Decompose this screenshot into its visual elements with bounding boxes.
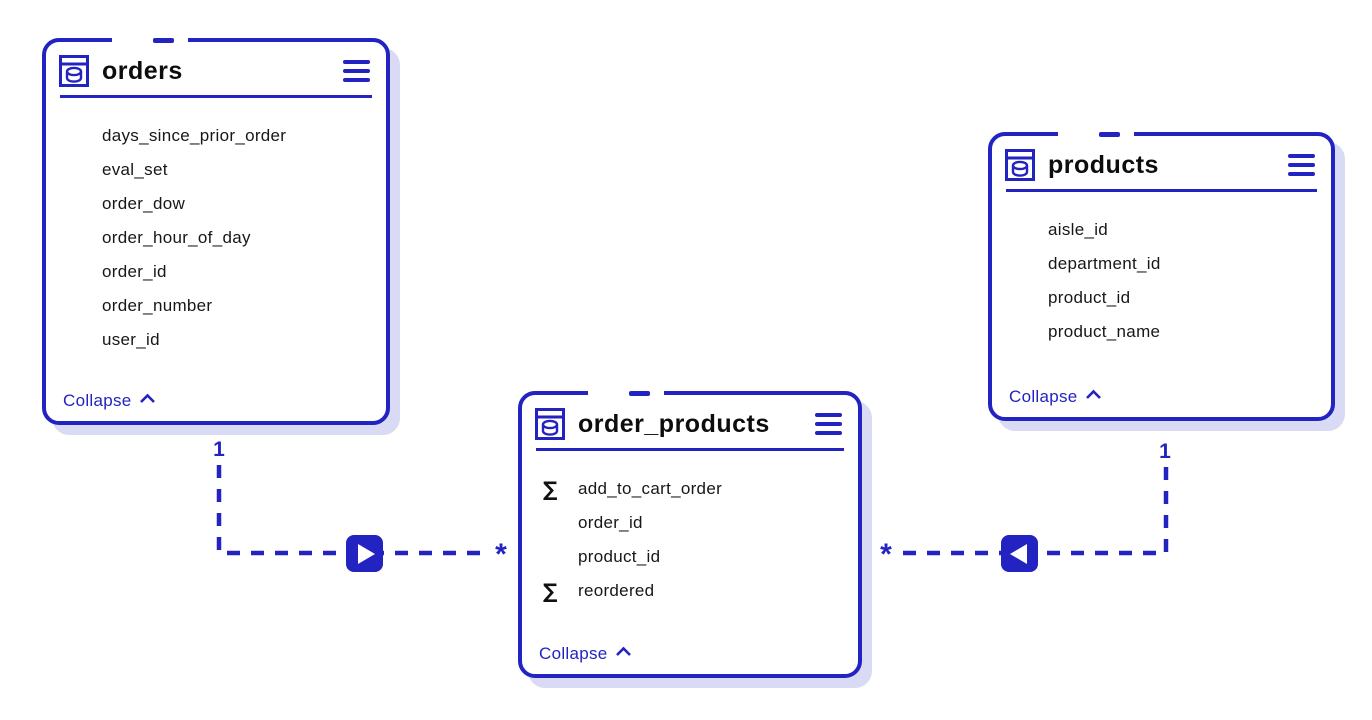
card-top-notch-dash	[629, 391, 650, 396]
field-row[interactable]: product_id	[992, 281, 1331, 315]
field-name: product_id	[1048, 288, 1131, 307]
header-divider	[60, 95, 372, 98]
card-top-notch-gap	[588, 389, 664, 397]
cardinality-label-many: *	[495, 538, 507, 571]
card-top-notch-gap	[112, 36, 188, 44]
field-name: product_name	[1048, 322, 1161, 341]
sum-icon: ∑	[543, 579, 558, 603]
field-name: order_hour_of_day	[102, 228, 251, 247]
sum-icon: ∑	[543, 477, 558, 501]
hamburger-menu-icon[interactable]	[343, 58, 370, 85]
collapse-button[interactable]: Collapse	[1009, 387, 1102, 407]
field-name: add_to_cart_order	[578, 479, 723, 498]
table-title: orders	[102, 56, 183, 85]
chevron-up-icon	[139, 393, 155, 403]
cardinality-label-many: *	[880, 538, 892, 571]
field-row[interactable]: aisle_id	[992, 213, 1331, 247]
table-header: orders	[46, 42, 386, 95]
field-row[interactable]: user_id	[46, 323, 386, 357]
join-arrow-button[interactable]	[1001, 535, 1038, 572]
table-card-order-products[interactable]: order_products ∑ add_to_cart_order order_…	[518, 389, 862, 678]
cardinality-label-one: 1	[1159, 440, 1171, 463]
field-row[interactable]: order_dow	[46, 187, 386, 221]
field-name: order_number	[102, 296, 213, 315]
card-top-notch-dash	[153, 38, 174, 43]
field-name: department_id	[1048, 254, 1161, 273]
field-name: days_since_prior_order	[102, 126, 287, 145]
field-name: product_id	[578, 547, 661, 566]
header-divider	[1006, 189, 1317, 192]
field-row[interactable]: days_since_prior_order	[46, 119, 386, 153]
hamburger-menu-icon[interactable]	[815, 411, 842, 438]
field-row[interactable]: department_id	[992, 247, 1331, 281]
field-row[interactable]: ∑ add_to_cart_order	[522, 472, 858, 506]
field-name: user_id	[102, 330, 160, 349]
database-table-icon	[1005, 149, 1035, 181]
card-top-notch-gap	[1058, 130, 1134, 138]
field-name: order_id	[578, 513, 643, 532]
table-header: products	[992, 136, 1331, 189]
field-name: reordered	[578, 581, 655, 600]
field-name: order_dow	[102, 194, 186, 213]
card-top-notch-dash	[1099, 132, 1120, 137]
hamburger-menu-icon[interactable]	[1288, 152, 1315, 179]
cardinality-label-one: 1	[213, 438, 225, 461]
table-card-orders[interactable]: orders days_since_prior_order eval_set o…	[42, 36, 390, 425]
field-row[interactable]: product_name	[992, 315, 1331, 349]
collapse-label: Collapse	[1009, 387, 1078, 406]
collapse-label: Collapse	[63, 391, 132, 410]
header-divider	[536, 448, 844, 451]
table-header: order_products	[522, 395, 858, 448]
table-title: order_products	[578, 409, 770, 438]
collapse-button[interactable]: Collapse	[63, 391, 156, 411]
collapse-label: Collapse	[539, 644, 608, 663]
database-table-icon	[59, 55, 89, 87]
table-title: products	[1048, 150, 1159, 179]
field-list: aisle_id department_id product_id produc…	[992, 192, 1331, 349]
field-name: order_id	[102, 262, 167, 281]
arrow-left-icon	[1009, 543, 1027, 564]
chevron-up-icon	[1085, 389, 1101, 399]
field-name: eval_set	[102, 160, 168, 179]
collapse-button[interactable]: Collapse	[539, 644, 632, 664]
database-table-icon	[535, 408, 565, 440]
field-row[interactable]: order_hour_of_day	[46, 221, 386, 255]
field-list: ∑ add_to_cart_order order_id product_id ∑…	[522, 451, 858, 608]
table-card-products[interactable]: products aisle_id department_id product_…	[988, 130, 1335, 421]
field-list: days_since_prior_order eval_set order_do…	[46, 98, 386, 357]
field-row[interactable]: order_id	[46, 255, 386, 289]
arrow-right-icon	[357, 543, 375, 564]
field-row[interactable]: ∑ reordered	[522, 574, 858, 608]
field-row[interactable]: order_id	[522, 506, 858, 540]
field-row[interactable]: order_number	[46, 289, 386, 323]
field-name: aisle_id	[1048, 220, 1109, 239]
field-row[interactable]: product_id	[522, 540, 858, 574]
chevron-up-icon	[615, 646, 631, 656]
field-row[interactable]: eval_set	[46, 153, 386, 187]
join-arrow-button[interactable]	[346, 535, 383, 572]
